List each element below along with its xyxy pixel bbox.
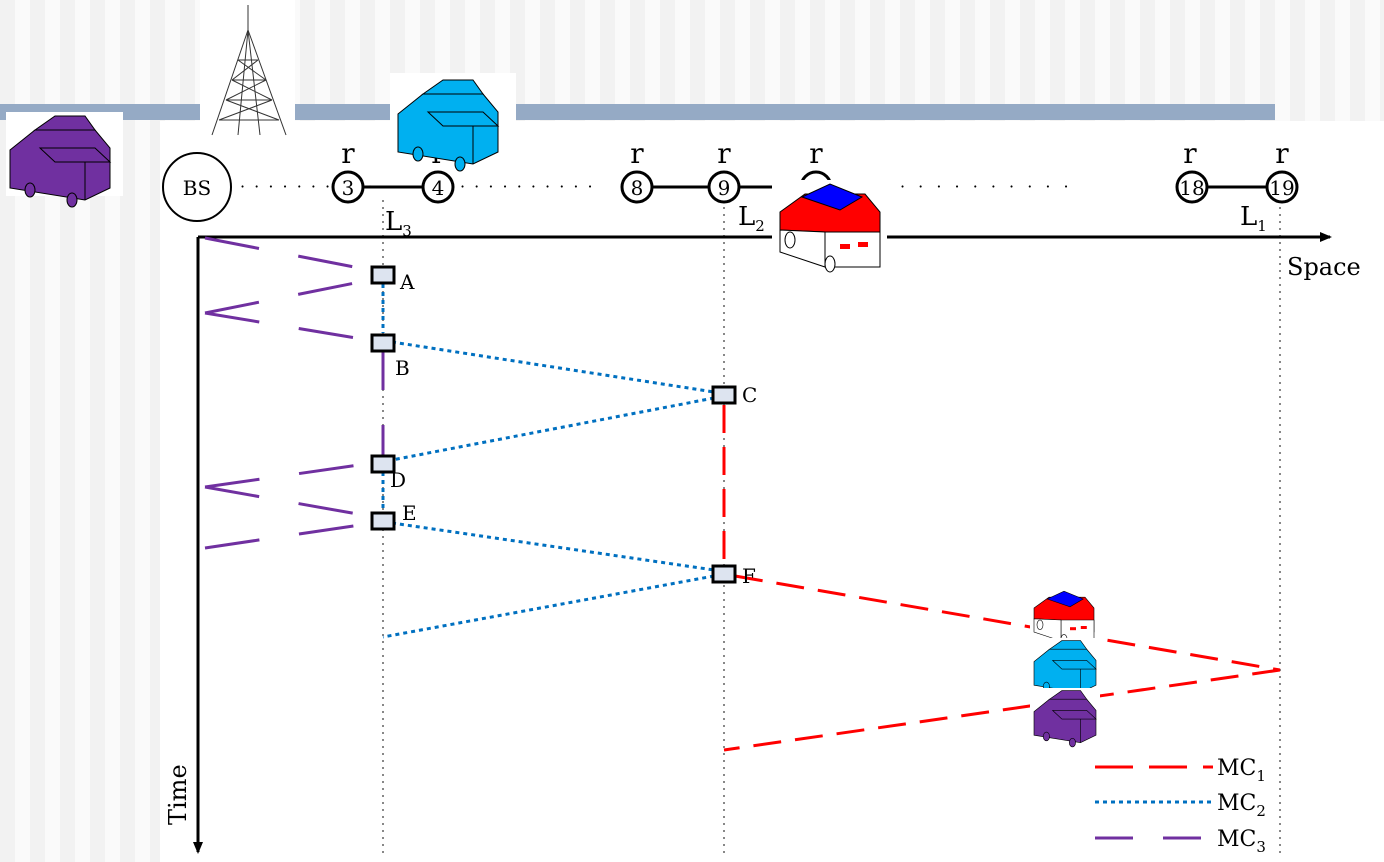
svg-text:r: r xyxy=(341,137,355,170)
svg-text:MC2: MC2 xyxy=(1217,791,1266,820)
svg-text:MC3: MC3 xyxy=(1217,827,1266,856)
point-a: A xyxy=(370,265,415,294)
svg-text:r: r xyxy=(630,137,644,170)
svg-text:19: 19 xyxy=(1269,176,1294,200)
svg-text:4: 4 xyxy=(432,176,445,200)
mc2-paths xyxy=(381,284,715,639)
svg-text:F: F xyxy=(742,564,756,588)
point-d: D xyxy=(370,454,406,492)
legend-item-mc1: MC1 xyxy=(1095,756,1266,785)
svg-text:D: D xyxy=(390,468,406,492)
svg-text:B: B xyxy=(395,356,410,380)
base-station-node xyxy=(162,152,232,222)
point-e: E xyxy=(370,501,417,531)
car-icon xyxy=(1030,688,1100,748)
road-dots-right: · · · · · · · · · · xyxy=(900,177,1073,196)
location-label-l2: L2 xyxy=(738,202,765,235)
location-label-l1: L1 xyxy=(1240,202,1267,235)
road-node-9: 9 r xyxy=(707,137,741,204)
point-c: C xyxy=(711,383,757,407)
svg-text:C: C xyxy=(742,383,757,407)
svg-text:A: A xyxy=(399,270,415,294)
mc3-paths xyxy=(204,236,385,550)
legend-item-mc2: MC2 xyxy=(1095,791,1266,820)
title-bar-stripe xyxy=(0,104,1275,120)
svg-text:r: r xyxy=(1275,137,1289,170)
svg-text:9: 9 xyxy=(718,176,731,200)
car-icon xyxy=(6,112,123,208)
location-lines xyxy=(382,200,1281,858)
car-icon xyxy=(1030,638,1100,698)
car-icon xyxy=(1030,588,1100,645)
tower-icon xyxy=(200,0,295,140)
legend: MC1 MC2 MC3 xyxy=(1095,756,1266,856)
location-label-l3: L3 xyxy=(385,207,412,240)
space-axis-label: Space xyxy=(1287,253,1361,281)
svg-text:8: 8 xyxy=(631,176,644,200)
road-node-8: 8 r xyxy=(620,137,654,204)
car-icon xyxy=(390,73,516,172)
svg-text:3: 3 xyxy=(342,176,355,200)
mc1-paths xyxy=(722,405,1281,752)
legend-item-mc3: MC3 xyxy=(1095,827,1266,856)
point-f: F xyxy=(711,564,756,588)
svg-text:18: 18 xyxy=(1179,176,1204,200)
point-b: B xyxy=(370,333,410,380)
road-node-19: 19 r xyxy=(1265,137,1299,204)
road-dots-mid: · · · · · · · · · · xyxy=(460,177,595,196)
svg-text:L2: L2 xyxy=(738,202,765,235)
svg-text:r: r xyxy=(1183,137,1197,170)
time-axis-label: Time xyxy=(164,764,192,825)
svg-text:r: r xyxy=(717,137,731,170)
svg-text:L3: L3 xyxy=(385,207,412,240)
road-node-3: 3 r xyxy=(331,137,365,204)
svg-text:MC1: MC1 xyxy=(1217,756,1266,785)
svg-text:L1: L1 xyxy=(1240,202,1267,235)
car-icon xyxy=(772,180,887,275)
svg-text:E: E xyxy=(402,501,417,525)
svg-text:r: r xyxy=(809,137,823,170)
road-node-18: 18 r xyxy=(1175,137,1209,204)
base-station-label: BS xyxy=(183,176,211,200)
